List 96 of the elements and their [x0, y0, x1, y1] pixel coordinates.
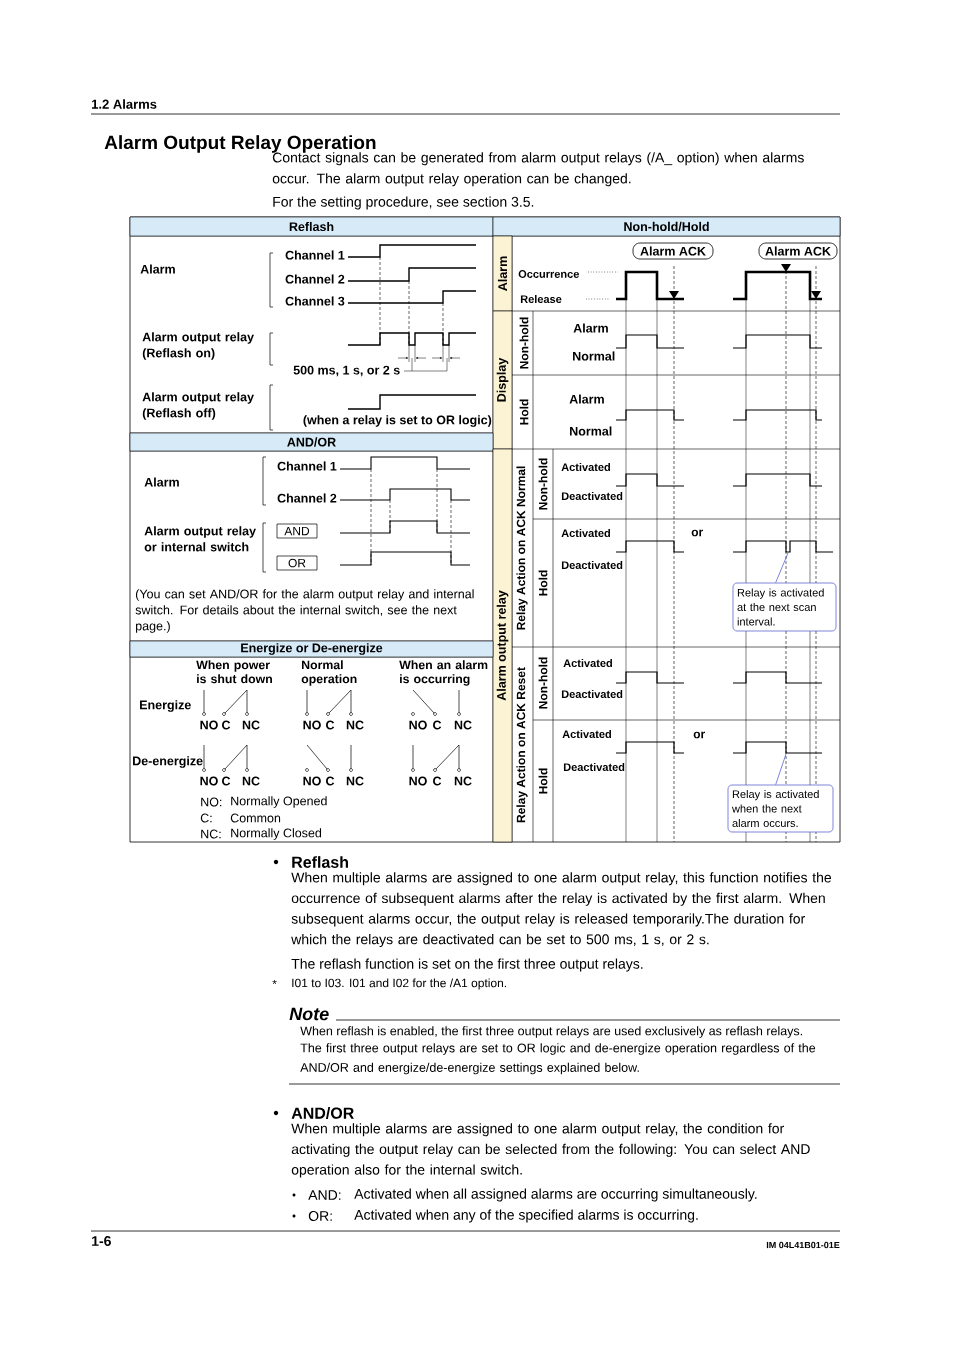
column-heading: When an alarm is occurring — [399, 660, 488, 686]
paragraph: When multiple alarms are assigned to one alarm output relay, the condition for activating the output relay can be selected from the following: You can select AND operation also for the internal switch. — [291, 1123, 810, 1178]
cell-label: Relay Action on ACK Reset — [516, 667, 528, 823]
cell-label: Non-hold — [519, 317, 529, 369]
level-label: Activated — [561, 528, 610, 538]
row-label: Alarm — [144, 477, 179, 487]
terminal-label: NC — [454, 720, 472, 730]
row-header-band: Display — [492, 310, 513, 450]
section-heading: AND/OR — [291, 1107, 354, 1119]
section-header: Energize or De-energize — [129, 640, 494, 658]
terminal-label: NC — [346, 720, 364, 730]
terminal-label: NO — [409, 776, 427, 786]
or-label: or — [691, 529, 703, 537]
terminal-label: NO — [200, 720, 218, 730]
terminal-label: NO — [200, 776, 218, 786]
note-text: (when a relay is set to OR logic) — [303, 415, 492, 427]
or-label: or — [693, 731, 705, 739]
list-text: Activated when any of the specified alarms is occurring. — [354, 1209, 698, 1223]
level-label: Normal — [573, 351, 615, 361]
section-header: AND/OR — [129, 432, 494, 452]
cell-label: Relay Action on ACK Normal — [516, 466, 528, 630]
row-label: Alarm output relay or internal switch — [144, 526, 256, 552]
logic-box: OR — [276, 555, 318, 571]
terminal-label: NO — [303, 776, 321, 786]
channel-label: Channel 3 — [285, 296, 345, 306]
paragraph: The reflash function is set on the first three output relays. — [291, 958, 643, 972]
terminal-label: NO — [303, 720, 321, 730]
legend-text: Common — [230, 813, 281, 823]
terminal-label: NC — [242, 720, 260, 730]
terminal-label: C — [222, 776, 231, 786]
level-label: Deactivated — [561, 690, 623, 699]
cell-label: Hold — [538, 768, 548, 794]
row-label: Alarm output relay (Reflash off) — [142, 392, 254, 420]
legend-text: Normally Opened — [231, 796, 327, 808]
alarm-ack-label: Alarm ACK — [632, 242, 714, 260]
terminal-label: NC — [454, 776, 472, 786]
row-label: De-energize — [133, 756, 203, 768]
level-label: Alarm — [569, 394, 604, 404]
legend-text: C: — [200, 813, 212, 823]
list-term: OR: — [308, 1211, 332, 1221]
terminal-label: C — [433, 776, 442, 786]
level-label: Deactivated — [561, 560, 623, 570]
alarm-ack-label: Alarm ACK — [758, 242, 838, 260]
terminal-label: C — [222, 720, 231, 730]
callout-box: Relay is activated at the next scan interval. — [732, 582, 837, 632]
level-label: Activated — [561, 462, 610, 472]
channel-label: Channel 1 — [285, 250, 345, 260]
logic-box: AND — [276, 523, 318, 539]
level-label: Activated — [563, 659, 612, 668]
list-term: AND: — [308, 1190, 341, 1200]
footnote: I01 to I03. I01 and I02 for the /A1 option. — [292, 978, 507, 990]
level-label: Activated — [562, 730, 611, 739]
level-label: Alarm — [573, 323, 608, 333]
legend-text: Normally Closed — [231, 828, 322, 840]
note-text: The first three output relays are set to OR logic and de-energize operation regardless of the AND/OR and energize/de-energize settings explained below. — [300, 1043, 816, 1075]
running-header: 1.2 Alarms — [92, 99, 157, 109]
legend-text: NO: — [201, 797, 222, 807]
terminal-label: C — [326, 776, 335, 786]
row-label: Alarm — [140, 264, 175, 274]
note-text: (You can set AND/OR for the alarm output relay and internal switch. For details about the internal switch, see the next page.) — [135, 589, 474, 633]
document-number: IM 04L41B01-01E — [766, 1241, 840, 1249]
cell-label: Non-hold — [538, 657, 548, 709]
paragraph: Contact signals can be generated from alarm output relays (/A_ option) when alarms occur. The alarm output relay operation can be changed. — [272, 152, 804, 187]
cell-label: Hold — [538, 570, 548, 596]
leader-line — [775, 552, 789, 583]
leader-line — [775, 753, 787, 785]
channel-label: Channel 2 — [285, 274, 345, 284]
row-label: Energize — [140, 700, 191, 712]
list-text: Activated when all assigned alarms are occurring simultaneously. — [354, 1188, 757, 1202]
level-label: Deactivated — [563, 763, 625, 772]
section-header: Non-hold/Hold — [492, 216, 841, 237]
page-title: Alarm Output Relay Operation — [104, 135, 376, 153]
terminal-label: C — [433, 720, 442, 730]
section-heading: Reflash — [292, 856, 348, 868]
cell-label: Hold — [519, 399, 529, 425]
level-label: Deactivated — [561, 491, 623, 501]
paragraph: When multiple alarms are assigned to one alarm output relay, this function notifies the occurrence of subsequent alarms after the relay is activated by the first alarm. When subsequent alarms occur, the output relay is released temporarily.The duration for which the relays are deactivated can be set to 500 ms, 1 s, or 2 s. — [291, 872, 832, 948]
dimension-label: 500 ms, 1 s, or 2 s — [293, 365, 400, 377]
level-label: Normal — [570, 426, 612, 436]
cell-label: Non-hold — [538, 458, 548, 510]
footnote-mark: * — [272, 979, 277, 985]
row-header-band: Alarm — [492, 235, 513, 312]
page-number: 1-6 — [92, 1236, 111, 1246]
section-header: Reflash — [129, 216, 494, 237]
note-heading: Note — [289, 1007, 329, 1021]
level-label: Release — [520, 294, 562, 304]
paragraph: For the setting procedure, see section 3.5. — [273, 196, 534, 210]
row-label: Alarm output relay (Reflash on) — [142, 332, 254, 360]
note-text: When reflash is enabled, the first three output relays are used exclusively as reflash relays. — [300, 1026, 802, 1038]
terminal-label: C — [326, 720, 335, 730]
callout-box: Relay is activated when the next alarm occurs. — [727, 784, 834, 833]
terminal-label: NO — [409, 720, 427, 730]
terminal-label: NC — [346, 776, 364, 786]
terminal-label: NC — [242, 776, 260, 786]
channel-label: Channel 2 — [277, 493, 337, 503]
legend-text: NC: — [201, 829, 221, 839]
